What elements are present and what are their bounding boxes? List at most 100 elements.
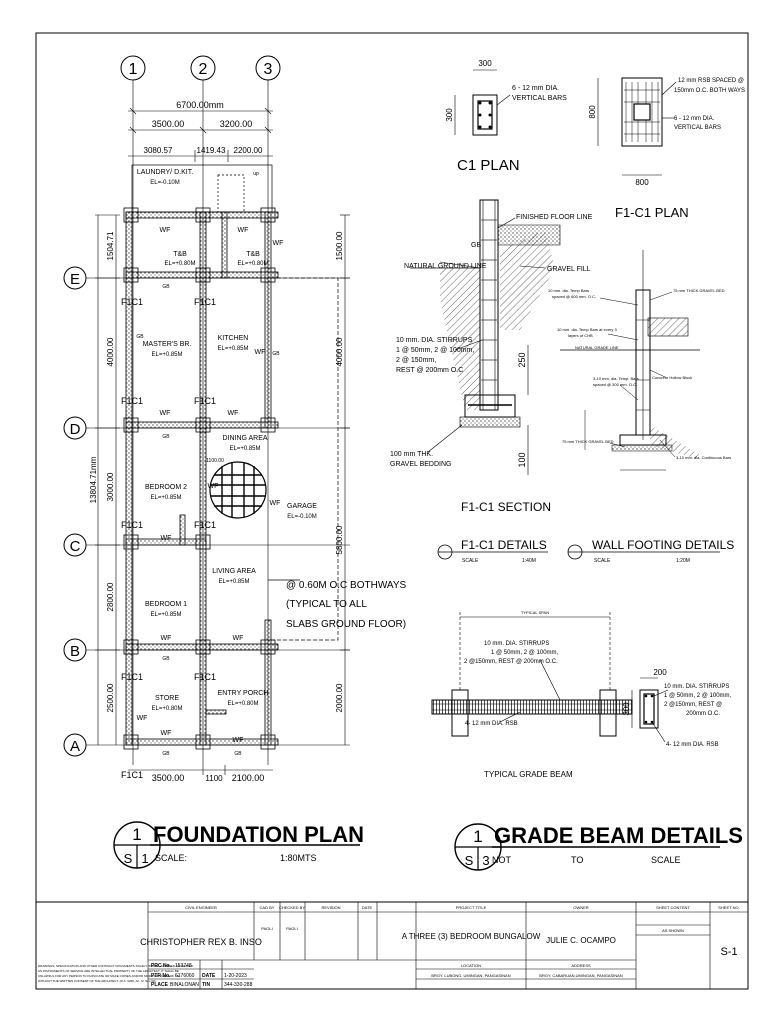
title-sheet-n: 1 <box>141 851 148 866</box>
location-value: BRGY. LUBONG, UMINGAN, PANGASINAN <box>431 973 510 978</box>
dim-bottom-1: 3500.00 <box>152 773 185 783</box>
gb-scale-to: TO <box>571 855 583 865</box>
slab-note-3: SLABS GROUND FLOOR) <box>286 619 406 630</box>
scale-label: SCALE: <box>155 853 187 863</box>
typical-grade-beam: TYPICAL SPAN 10 mm. DIA. STIRRUPS 1 @ 50… <box>431 610 633 779</box>
address-value: BRGY. CABARUAN,UMINGAN, PANGASINAN <box>539 973 623 978</box>
gb-section-stirrup-4: 200mm O.C. <box>686 711 720 717</box>
wall-footing-tag: WF <box>228 410 239 417</box>
disclaimer-3: UNLAWFUL FOR ANY PERSON TO DUPLICATE OR … <box>38 974 181 978</box>
wf-note-1: 10 mm. dia. Temp Bars <box>548 288 589 293</box>
f1c1-note-4: VERTICAL BARS <box>674 125 721 131</box>
grid-label-A: A <box>70 738 80 755</box>
room-masters-el: EL=+0.85M <box>151 352 182 358</box>
wall-footing-tag: WF <box>208 483 219 490</box>
cad-by-value: PAOLI <box>261 926 273 931</box>
gb-stirrup-3: 2 @150mm, REST @ 200mm O.C. <box>464 659 558 665</box>
header-date: DATE <box>362 905 373 910</box>
room-tb2: T&B <box>246 251 260 258</box>
date-value: 1-20-2023 <box>224 973 247 979</box>
grade-beam-tag: GB <box>162 751 170 757</box>
dim-right-4: 2000.00 <box>335 683 344 712</box>
gravel-bedding-2: GRAVEL BEDDING <box>390 461 451 468</box>
checked-by-value: PAOLI <box>286 926 298 931</box>
left-dimension-lines <box>95 214 120 745</box>
wall-footing-tag: WF <box>161 535 172 542</box>
gb-section-stirrup-1: 10 mm. DIA. STIRRUPS <box>664 684 729 690</box>
header-civil: CIVIL ENGINEER <box>185 905 217 910</box>
wall-footing-tag: WF <box>137 715 148 722</box>
room-bedroom2: BEDROOM 2 <box>145 484 187 491</box>
grade-beam-title: 1 S 3 GRADE BEAM DETAILS NOT TO SCALE <box>454 823 743 871</box>
wf-note-9: Concrete Hollow Block <box>652 375 692 380</box>
c1-dim-top: 300 <box>478 59 492 68</box>
room-bedroom1: BEDROOM 1 <box>145 601 187 608</box>
wf-note-6: NATURAL GRADE LINE <box>575 345 619 350</box>
f1c1-details-scale-value: 1:40M <box>522 558 536 564</box>
date-label: DATE <box>202 973 216 979</box>
room-tb1-el: EL=+0.80M <box>164 261 195 267</box>
prc-label: PRC No. <box>151 963 172 969</box>
wf-note-10: 75 mm THICK GRAVEL BED <box>562 439 614 444</box>
room-kitchen: KITCHEN <box>218 335 249 342</box>
title-block: DRAWINGS, SPECIFICATION AND OTHER CONTRA… <box>35 901 749 990</box>
disclaimer-2: AS INSTRUMENTS OF SERVICE ARE INTELLECTU… <box>38 969 179 973</box>
dim-total-height: 13804.71mm <box>89 456 98 503</box>
header-project: PROJECT TITLE <box>456 905 487 910</box>
finished-floor-label: FINISHED FLOOR LINE <box>516 214 593 221</box>
room-garage-el: EL=-0.10M <box>287 514 317 520</box>
wall-footing-tag: WF <box>270 500 281 507</box>
grid-label-2: 2 <box>199 61 208 78</box>
room-living-el: EL=+0.85M <box>218 579 249 585</box>
section-stirrup-4: REST @ 200mm O.C <box>396 367 463 374</box>
c1-plan: 300 300 6 - 12 mm DIA. VERTICAL BARS C1 … <box>445 59 567 174</box>
footing-tag: F1C1 <box>121 672 143 682</box>
slab-note-1: @ 0.60M O.C BOTHWAYS <box>286 580 407 591</box>
wall-footing-title: WALL FOOTING DETAILS SCALE 1:20M <box>567 538 734 564</box>
footing-tag: F1C1 <box>194 396 216 406</box>
wall-footing-tag: WF <box>160 227 171 234</box>
wall-footing-tag: WF <box>233 635 244 642</box>
wf-note-3: 75 mm THICK GRAVEL BED <box>673 288 725 293</box>
foundation-plan-title-text: FOUNDATION PLAN <box>153 822 364 847</box>
dim-left-4: 2800.00 <box>106 582 115 611</box>
grade-beam-title-text: GRADE BEAM DETAILS <box>494 823 743 848</box>
tin-label: TIN <box>202 982 210 988</box>
header-cad: CAD BY <box>260 905 275 910</box>
room-laundry-el: EL=-0.10M <box>150 180 180 186</box>
wf-note-4: 10 mm. dia. Temp Bars at every 3 <box>557 327 618 332</box>
c1-plan-title: C1 PLAN <box>457 157 520 174</box>
room-living: LIVING AREA <box>212 568 256 575</box>
disclaimer-4: WITHOUT THE WRITTEN CONSENT OF THE ARCHI… <box>38 979 156 983</box>
bottom-dimension-lines <box>128 765 273 775</box>
section-dim-100: 100 <box>517 452 527 467</box>
dim-total-width: 6700.00mm <box>176 100 224 110</box>
gb-section-dim-top: 200 <box>653 668 667 677</box>
ptr-label: PTR No. <box>151 973 171 979</box>
room-dining: DINING AREA <box>222 435 267 442</box>
dim-left-1: 1504.71 <box>106 231 115 260</box>
grade-beam-tag: GB <box>162 434 170 440</box>
wall-footing-tag: WF <box>273 240 284 247</box>
footing-tag: F1C1 <box>194 520 216 530</box>
gb-stirrup-2: 1 @ 50mm, 2 @ 100mm, <box>491 650 559 656</box>
section-dim-250: 250 <box>517 352 527 367</box>
gb-section-stirrup-3: 2 @150mm, REST @ <box>664 702 722 708</box>
dim-left-3: 3000.00 <box>106 472 115 501</box>
gravel-fill-label: GRAVEL FILL <box>547 266 591 273</box>
place-label: PLACE <box>151 982 169 988</box>
room-entry-el: EL=+0.80M <box>227 701 258 707</box>
gb-scale-scale: SCALE <box>651 855 681 865</box>
wall-footing-tag: WF <box>161 730 172 737</box>
f1c1-dim-bottom: 800 <box>635 178 649 187</box>
room-store-el: EL=+0.80M <box>151 706 182 712</box>
dim-sub-1: 3080.57 <box>144 146 173 155</box>
grid-label-B: B <box>70 643 80 660</box>
gb-title-sheet-n: 3 <box>482 853 489 868</box>
dim-width-1: 3500.00 <box>152 119 185 129</box>
grid-bubbles-left: E D C B A <box>63 266 87 757</box>
f1c1-dim-side: 800 <box>588 105 597 119</box>
footing-tag: F1C1 <box>121 297 143 307</box>
f1c1-details-title-text: F1-C1 DETAILS <box>461 538 547 552</box>
header-owner: OWNER <box>573 905 588 910</box>
